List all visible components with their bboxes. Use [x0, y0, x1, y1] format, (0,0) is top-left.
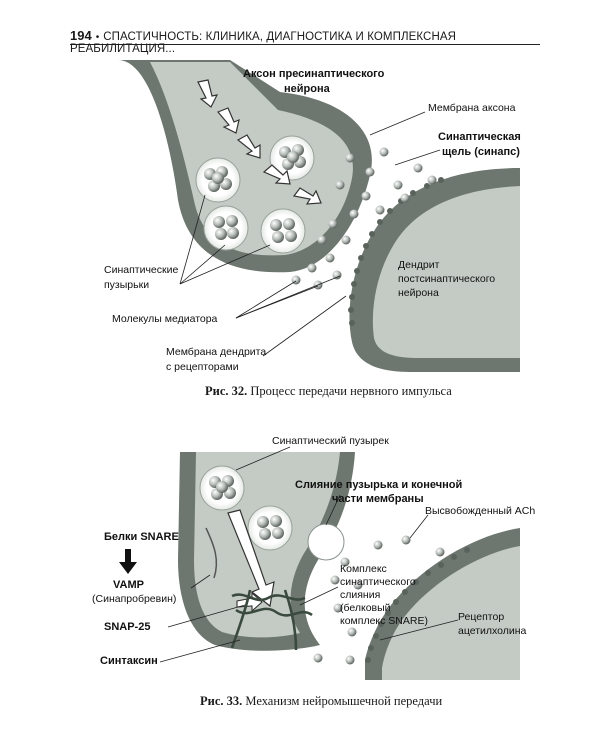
arrow-icon — [236, 134, 261, 159]
figure-33-caption: Рис. 33. Механизм нейромышечной передачи — [200, 694, 442, 709]
cleft-label-line2: щель (синапс) — [442, 146, 520, 158]
dendrite-label-line1: Дендрит — [398, 259, 440, 271]
postsynaptic-interior — [382, 546, 520, 680]
mediator-label: Молекулы медиатора — [112, 313, 218, 325]
arrow-icon — [292, 187, 322, 205]
arrow-icon — [197, 79, 219, 108]
synaptobrevin-label: (Синапробревин) — [92, 593, 176, 605]
dendrite-membrane-label-line2: с рецепторами — [166, 361, 239, 373]
vesicles-label-line1: Синаптические — [104, 264, 178, 276]
snare-proteins — [230, 589, 313, 651]
vesicle-33-1 — [199, 465, 245, 511]
impulse-arrows — [197, 79, 322, 205]
ach-receptors — [365, 547, 470, 663]
fusion-label-line1: Слияние пузырька и конечной — [295, 479, 462, 491]
running-header: 194•СПАСТИЧНОСТЬ: КЛИНИКА, ДИАГНОСТИКА И… — [70, 28, 540, 55]
bullet: • — [95, 32, 100, 43]
synaptic-vesicle-4 — [260, 208, 306, 254]
page-number: 194 — [70, 28, 92, 43]
figure-32-caption-label: Рис. 32. — [205, 384, 248, 398]
synaptic-vesicle-1 — [195, 157, 241, 203]
complex-label-line5: комплекс SNARE) — [340, 615, 428, 627]
vamp-strand — [205, 527, 218, 579]
complex-label-line1: Комплекс — [340, 563, 387, 575]
snare-down-arrow-icon — [119, 549, 137, 574]
axon-title-line2: нейрона — [284, 83, 331, 95]
arrow-icon — [262, 164, 291, 185]
axon-title-line1: Аксон пресинаптического — [243, 68, 385, 80]
arrow-icon — [217, 107, 240, 134]
fusion-label-line2: части мембраны — [332, 493, 424, 505]
figure-33-caption-label: Рис. 33. — [200, 694, 243, 708]
figure-33: Синаптический пузырек Слияние пузырька и… — [92, 435, 535, 680]
fusing-vesicle — [307, 523, 345, 561]
vesicle-33-2 — [247, 505, 293, 551]
vamp-label: VAMP — [113, 579, 144, 591]
dendrite-membrane-label-line1: Мембрана дендрита — [166, 346, 266, 358]
vesicles-label-line2: пузырьки — [104, 279, 149, 291]
released-ach — [313, 535, 445, 665]
figure-32: Аксон пресинаптического нейрона Мембрана… — [104, 60, 521, 373]
figure-32-caption-text: Процесс передачи нервного импульса — [247, 384, 452, 398]
synaptic-vesicle-3 — [203, 205, 249, 251]
complex-label-line3: слияния — [340, 589, 380, 601]
complex-label-line2: синаптического — [340, 576, 416, 588]
synaptic-vesicle-2 — [269, 135, 315, 181]
dendrite-label-line3: нейрона — [398, 287, 439, 299]
cleft-label-line1: Синаптическая — [438, 131, 521, 143]
receptor-label-line1: Рецептор — [458, 611, 504, 623]
axon-membrane-label: Мембрана аксона — [428, 102, 516, 114]
receptor-label-line2: ацетилхолина — [458, 625, 527, 637]
figure-32-caption: Рис. 32. Процесс передачи нервного импул… — [205, 384, 452, 399]
running-title: СПАСТИЧНОСТЬ: КЛИНИКА, ДИАГНОСТИКА И КОМ… — [70, 31, 457, 55]
complex-label-line4: (белковый — [340, 602, 391, 614]
mediator-molecules — [291, 147, 437, 290]
dendrite-label-line2: постсинаптического — [398, 273, 495, 285]
dendrite-receptors — [348, 177, 444, 326]
axon-interior — [150, 62, 353, 256]
figure-33-caption-text: Механизм нейромышечной передачи — [242, 694, 443, 708]
dendrite-interior — [372, 186, 520, 358]
leader-lines-fig32 — [179, 111, 441, 357]
snare-label: Белки SNARE — [104, 531, 179, 543]
syntaxin-label: Синтаксин — [100, 655, 158, 667]
down-arrow-icon — [227, 509, 275, 608]
ach-label: Высвобожденный ACh — [425, 505, 535, 517]
leader-lines-fig33 — [159, 446, 459, 663]
snap25-label: SNAP-25 — [104, 621, 150, 633]
vesicle-label: Синаптический пузырек — [272, 435, 389, 447]
